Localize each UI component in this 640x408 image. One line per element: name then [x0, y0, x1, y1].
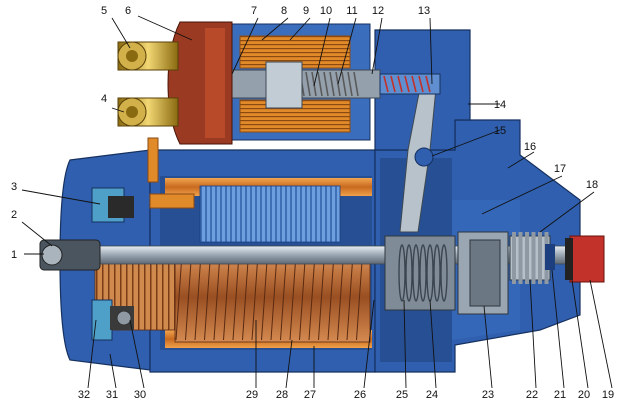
callout-1: 1: [11, 249, 17, 261]
callout-2: 2: [11, 209, 17, 221]
callout-19: 19: [602, 389, 614, 401]
leader-line-4: [111, 107, 125, 113]
callout-14: 14: [494, 99, 506, 111]
callout-32: 32: [78, 389, 90, 401]
callout-6: 6: [125, 5, 131, 17]
callout-9: 9: [303, 5, 309, 17]
callout-11: 11: [346, 5, 357, 17]
leader-line-32: [87, 319, 97, 389]
callout-29: 29: [246, 389, 258, 401]
callout-10: 10: [320, 5, 332, 17]
callout-15: 15: [494, 125, 506, 137]
callout-5: 5: [101, 5, 107, 17]
callout-31: 31: [106, 389, 118, 401]
leader-line-13: [429, 17, 433, 85]
pinion-gear: [509, 232, 551, 284]
leader-line-11: [337, 17, 357, 85]
callout-23: 23: [482, 389, 494, 401]
callout-13: 13: [418, 5, 430, 17]
terminal-cover: [167, 21, 233, 145]
leader-line-8: [261, 17, 289, 41]
callout-17: 17: [554, 163, 566, 175]
leader-line-20: [571, 279, 589, 389]
contact-disc: [265, 61, 303, 109]
callout-4: 4: [101, 93, 107, 105]
leader-line-16: [507, 151, 535, 169]
leader-line-24: [429, 299, 437, 389]
callout-26: 26: [354, 389, 366, 401]
leader-line-25: [403, 299, 407, 389]
callout-3: 3: [11, 181, 17, 193]
callout-27: 27: [304, 389, 316, 401]
overrunning-clutch: [384, 231, 509, 315]
leader-lines: [21, 15, 613, 389]
leader-line-10: [313, 17, 331, 87]
callout-24: 24: [426, 389, 438, 401]
leader-line-3: [21, 189, 101, 205]
leader-line-2: [21, 221, 53, 247]
callout-30: 30: [134, 389, 146, 401]
leader-line-23: [483, 305, 493, 389]
leader-line-28: [285, 339, 293, 389]
callout-16: 16: [524, 141, 536, 153]
brush-holder: [91, 187, 134, 341]
callout-28: 28: [276, 389, 288, 401]
terminal-bolts: [117, 41, 179, 127]
callout-7: 7: [251, 5, 257, 17]
stop-ring: [545, 244, 555, 270]
leader-line-5: [111, 17, 131, 49]
callout-18: 18: [586, 179, 598, 191]
leader-line-21: [551, 269, 565, 389]
leader-line-22: [529, 279, 537, 389]
leader-line-31: [109, 353, 117, 389]
callout-22: 22: [526, 389, 538, 401]
brush-wire: [147, 137, 195, 209]
leader-line-7: [231, 17, 259, 75]
leader-line-26: [363, 299, 375, 389]
solenoid: [219, 23, 441, 141]
leader-line-17: [481, 175, 563, 215]
callout-8: 8: [281, 5, 287, 17]
leader-line-18: [539, 191, 595, 233]
drive-end-bushing: [565, 235, 605, 283]
leader-line-12: [371, 17, 383, 75]
callout-12: 12: [372, 5, 384, 17]
lever-pivot: [414, 147, 434, 167]
callout-21: 21: [554, 389, 566, 401]
leader-line-15: [431, 129, 501, 157]
leader-line-19: [589, 279, 613, 389]
callout-25: 25: [396, 389, 408, 401]
leader-line-6: [137, 15, 193, 41]
leader-line-9: [289, 17, 311, 41]
armature: [174, 251, 371, 343]
pole-shoe-top: [199, 185, 341, 243]
callout-20: 20: [578, 389, 590, 401]
leader-line-30: [129, 319, 145, 389]
